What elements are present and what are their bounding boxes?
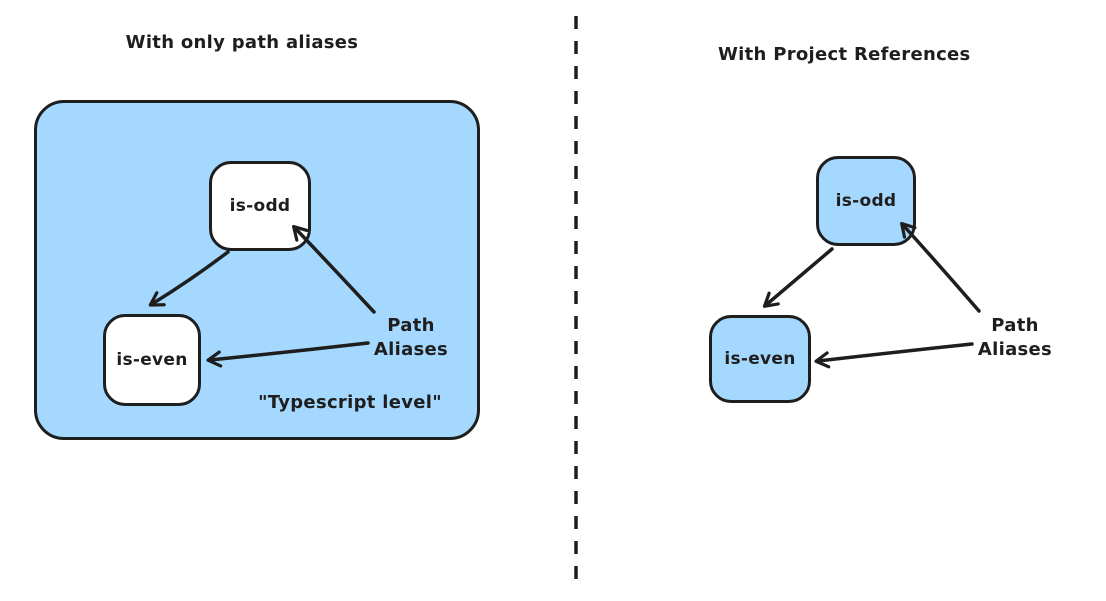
arrow-right-aliases-to-even xyxy=(814,342,974,369)
path-aliases-label-left: Path Aliases xyxy=(368,314,454,363)
node-is-even-left: is-even xyxy=(103,314,201,406)
typescript-level-label: "Typescript level" xyxy=(258,392,442,413)
path-aliases-left-line1: Path xyxy=(387,315,435,336)
path-aliases-right-line2: Aliases xyxy=(977,339,1053,361)
path-aliases-right-line1: Path xyxy=(991,315,1039,336)
path-aliases-label-right: Path Aliases xyxy=(972,314,1058,363)
right-panel-title: With Project References xyxy=(718,44,971,65)
node-is-even-right: is-even xyxy=(709,315,811,403)
node-is-odd-left: is-odd xyxy=(209,161,311,251)
arrow-right-odd-to-even xyxy=(762,247,834,308)
path-aliases-left-line2: Aliases xyxy=(373,339,449,361)
typescript-level-container xyxy=(34,100,480,440)
node-is-odd-right: is-odd xyxy=(816,156,916,246)
left-panel-title: With only path aliases xyxy=(125,32,359,53)
arrow-right-aliases-to-odd xyxy=(900,221,981,313)
